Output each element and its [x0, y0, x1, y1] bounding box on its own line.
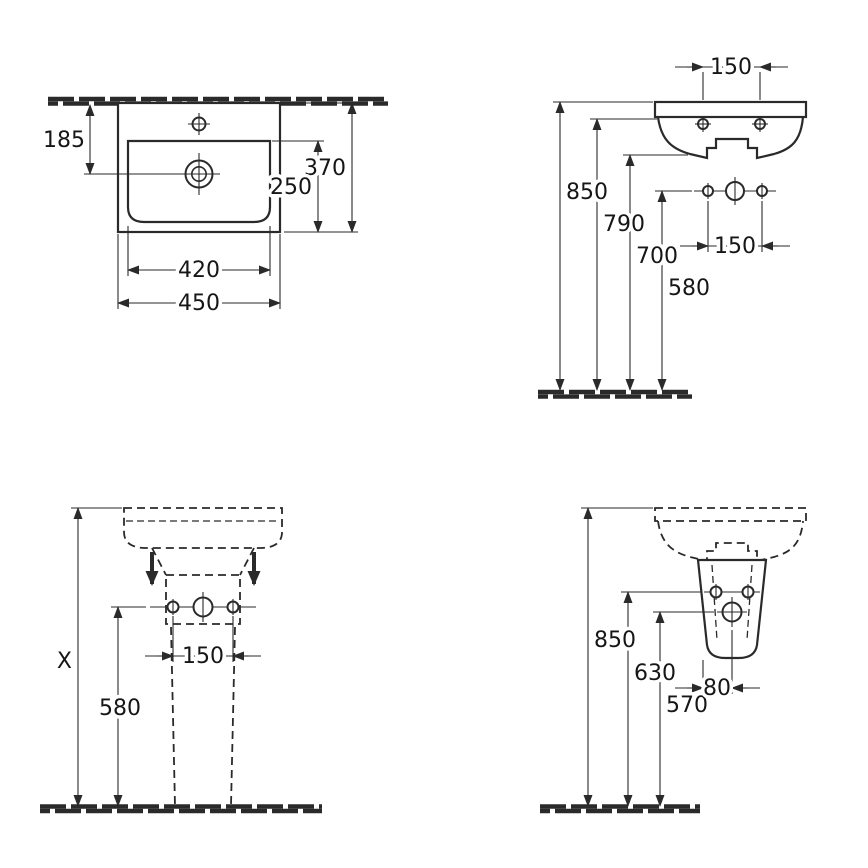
dim-label-450: 450 [178, 291, 220, 316]
side-view: 150 150 850 790 700 580 [538, 52, 808, 399]
dim-label-580: 580 [99, 696, 141, 721]
pedestal-channel-dashed [746, 564, 753, 641]
tap-hole [188, 113, 210, 135]
dim-label-580: 580 [668, 276, 710, 301]
fixing-holes [704, 584, 760, 627]
dim-label-X: X [57, 649, 72, 674]
dim-label-850: 850 [594, 628, 636, 653]
dim-label-850: 850 [566, 180, 608, 205]
dim-label-630: 630 [634, 661, 676, 686]
dim-label-790: 790 [603, 212, 645, 237]
tap-hole-marker [752, 116, 768, 132]
basin-underside-profile [656, 116, 805, 160]
dim-label-150: 150 [182, 644, 224, 669]
fixing-zone-dashed [165, 574, 241, 625]
dim-label-420: 420 [178, 258, 220, 283]
basin-underside-dashed [657, 520, 804, 563]
dim-label-185: 185 [43, 128, 85, 153]
tap-hole-marker [695, 116, 711, 132]
pedestal-channel-dashed [711, 564, 718, 641]
basin-outline-dashed [123, 507, 283, 549]
underbowl-side-dashed [239, 547, 255, 576]
underbowl-side-dashed [151, 547, 167, 576]
bowl-outline [126, 139, 272, 224]
plan-view: 185 370 250 420 450 [40, 96, 388, 320]
fixing-holes [694, 177, 776, 205]
dim-label-370: 370 [304, 156, 346, 181]
basin-rim-profile [653, 100, 808, 119]
dim-label-570: 570 [666, 693, 708, 718]
drain-hole [178, 153, 220, 195]
dim-label-250: 250 [270, 175, 312, 200]
dim-label-80: 80 [703, 676, 731, 701]
side-view-pedestal: 850 630 570 80 [540, 507, 807, 814]
dim-label-700: 700 [636, 244, 678, 269]
dim-label-150-holes: 150 [714, 234, 756, 259]
basin-rim-dashed [654, 507, 807, 522]
dim-label-150-top: 150 [710, 55, 752, 80]
fixing-holes [150, 592, 256, 622]
front-view-pedestal: X 580 150 [40, 507, 322, 814]
